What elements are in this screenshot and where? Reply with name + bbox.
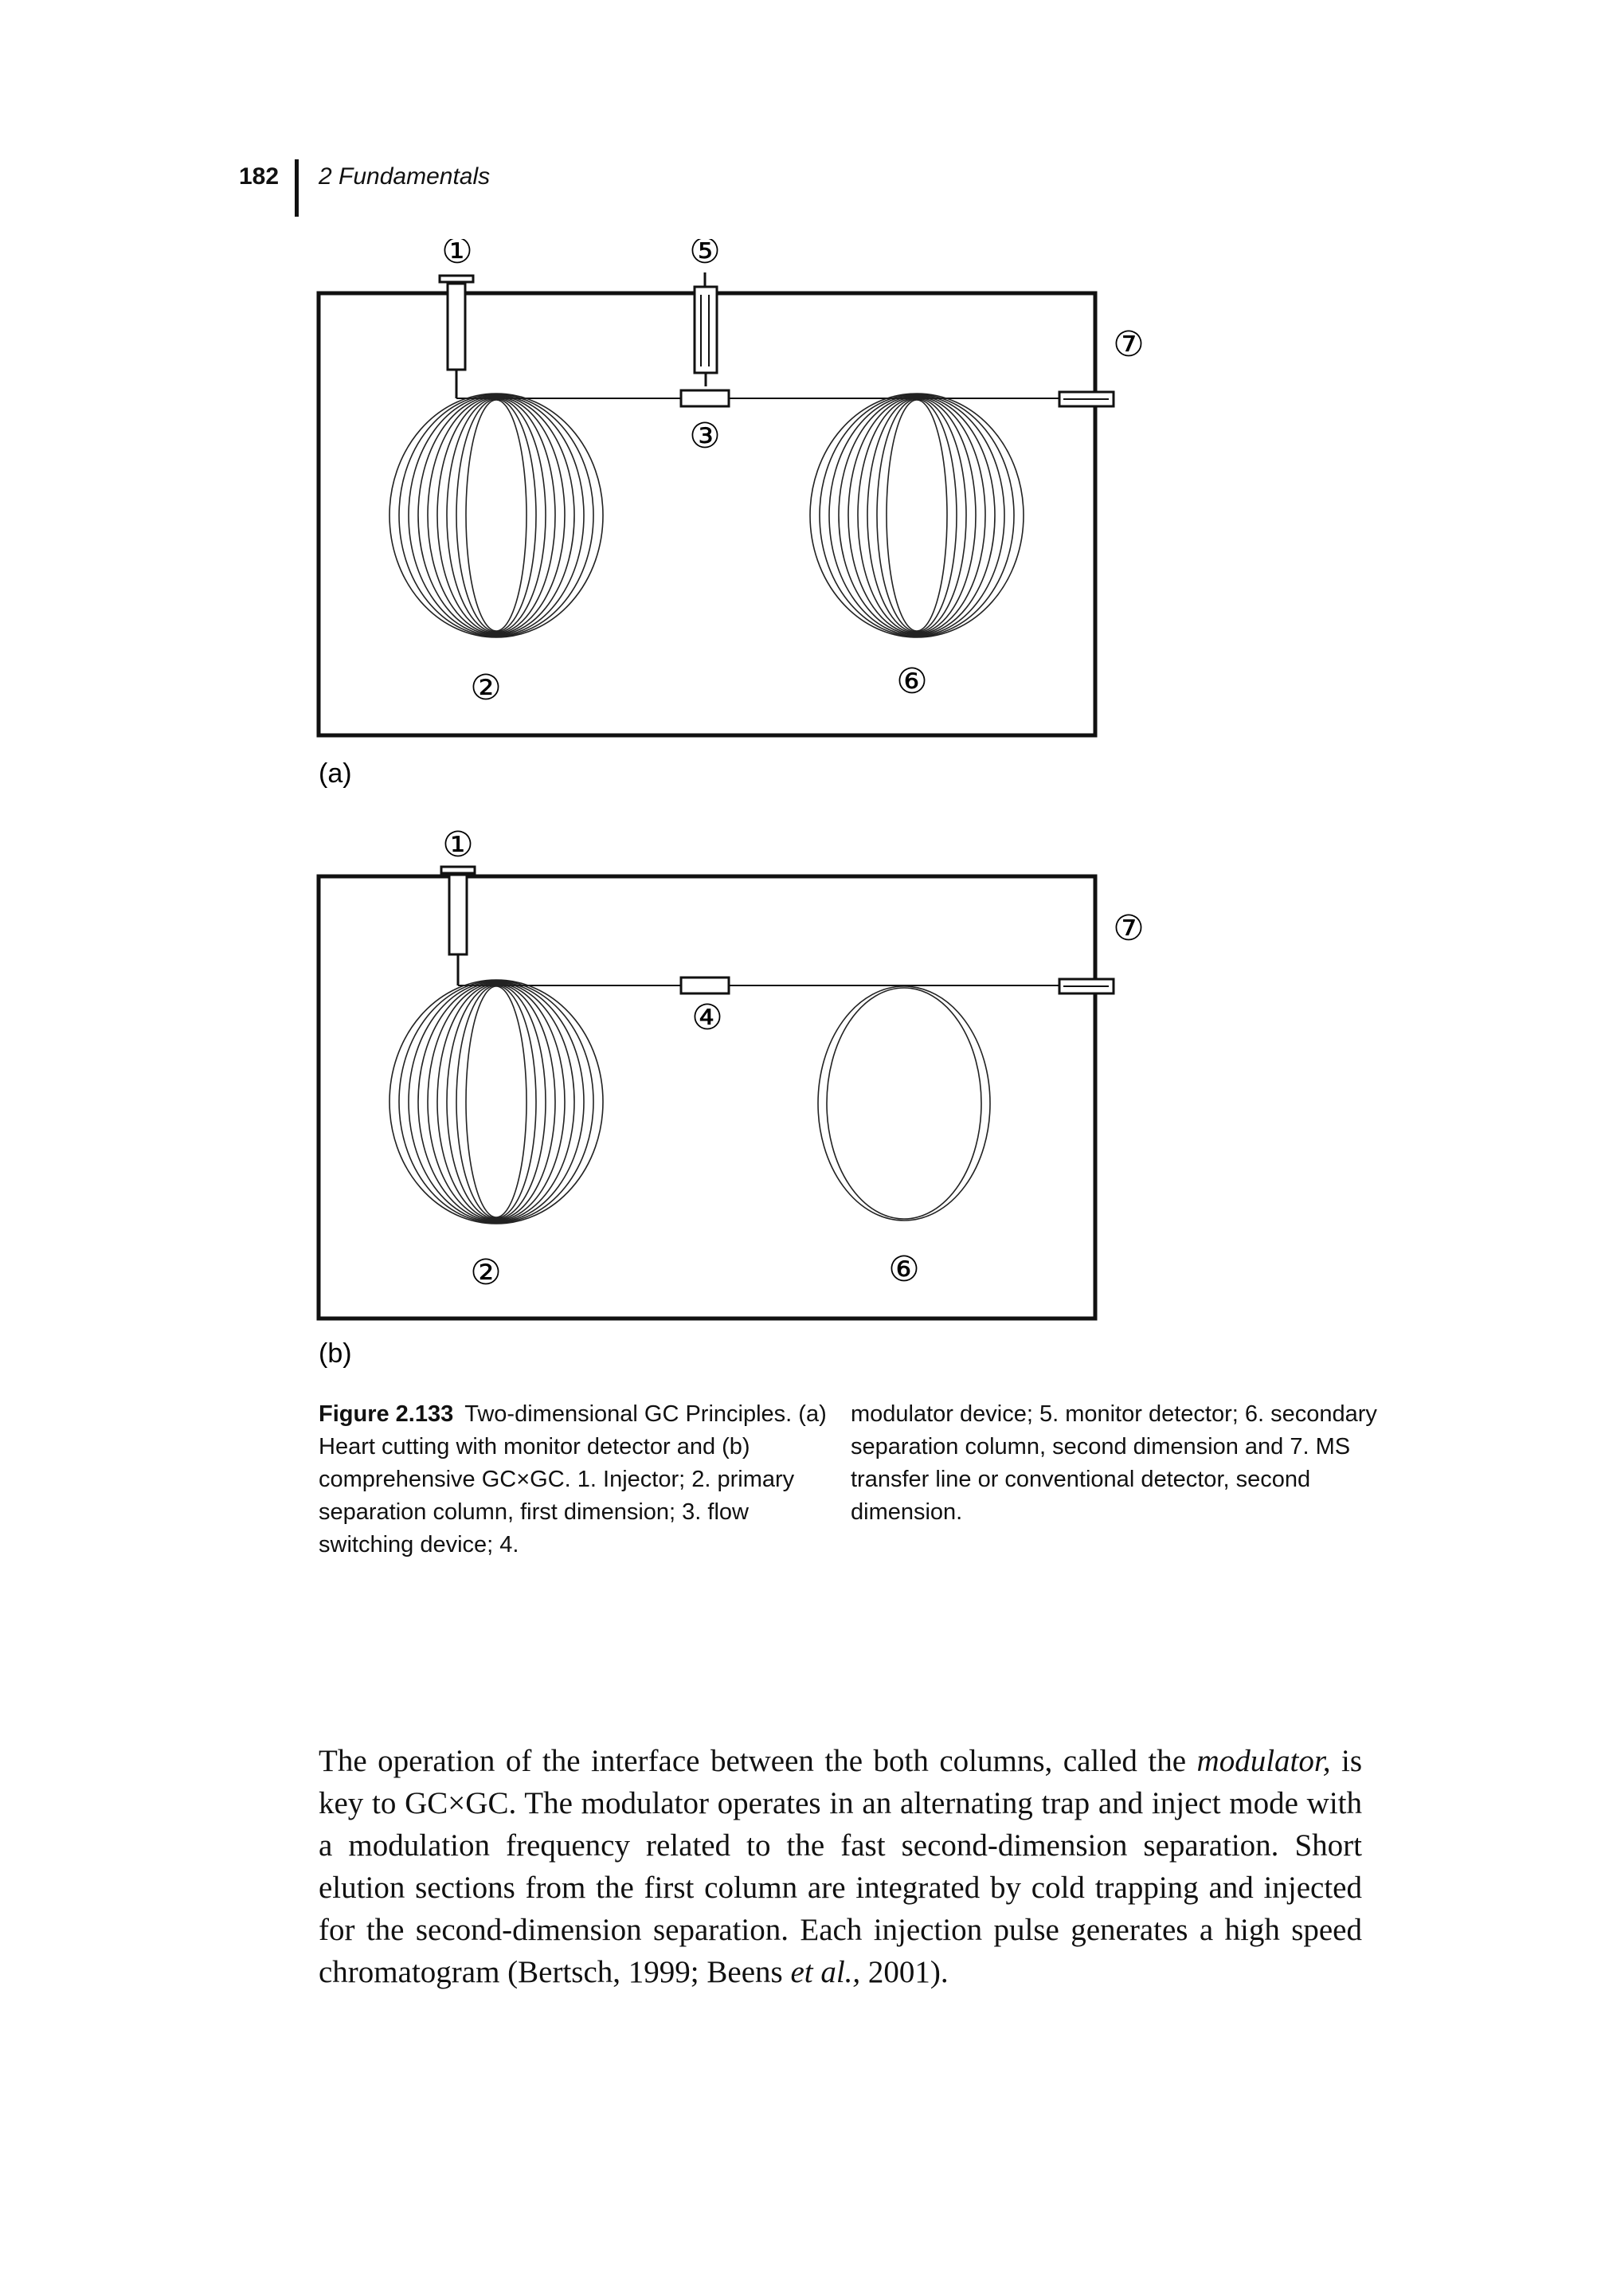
figure-label: Figure 2.133	[319, 1401, 454, 1427]
page-number: 182	[239, 163, 280, 190]
figure-panel-a: ① ② ③ ⑤ ⑥ ⑦ (a)	[316, 239, 1145, 789]
marker-3: ③	[689, 416, 720, 456]
text-run: The operation of the interface between t…	[319, 1744, 1197, 1778]
caption-text: Two-dimensional GC Principles. (a) Heart…	[319, 1401, 827, 1557]
marker-5: ⑤	[689, 239, 720, 272]
marker-2: ②	[470, 1252, 501, 1293]
injector-icon	[438, 274, 475, 398]
transfer-line-icon	[1058, 390, 1115, 408]
secondary-column-coil	[817, 985, 991, 1221]
panel-label: (b)	[319, 1338, 352, 1369]
body-paragraph: The operation of the interface between t…	[319, 1740, 1362, 1993]
figure-caption-right: modulator device; 5. monitor detector; 6…	[851, 1398, 1392, 1529]
modulator-device-icon	[679, 976, 730, 995]
oven-box-b	[316, 874, 1098, 1321]
flow-switching-device-icon	[679, 389, 730, 408]
panel-label: (a)	[319, 758, 352, 789]
text-run: 2001).	[860, 1955, 949, 1989]
figure-panel-b: ① ② ④ ⑥ ⑦ (b)	[316, 825, 1145, 1369]
marker-7: ⑦	[1113, 908, 1144, 949]
marker-6: ⑥	[888, 1249, 919, 1290]
injector-icon	[440, 865, 476, 985]
caption-text: modulator device; 5. monitor detector; 6…	[851, 1401, 1377, 1525]
marker-2: ②	[470, 668, 501, 708]
secondary-column-coil	[809, 393, 1024, 638]
marker-4: ④	[691, 997, 722, 1038]
marker-7: ⑦	[1113, 324, 1144, 365]
primary-column-coil	[389, 393, 604, 638]
header-divider	[295, 159, 299, 217]
transfer-line-icon	[1058, 978, 1115, 995]
running-head: 2 Fundamentals	[319, 163, 491, 190]
text-run: is key to GC×GC. The modulator operates …	[319, 1744, 1362, 1989]
emphasis-text: modulator,	[1196, 1744, 1331, 1778]
emphasis-text: et al.,	[790, 1955, 861, 1989]
marker-1: ①	[442, 825, 473, 865]
monitor-detector-icon	[693, 272, 718, 386]
primary-column-coil	[389, 979, 604, 1224]
marker-6: ⑥	[896, 661, 927, 702]
marker-1: ①	[441, 239, 472, 272]
